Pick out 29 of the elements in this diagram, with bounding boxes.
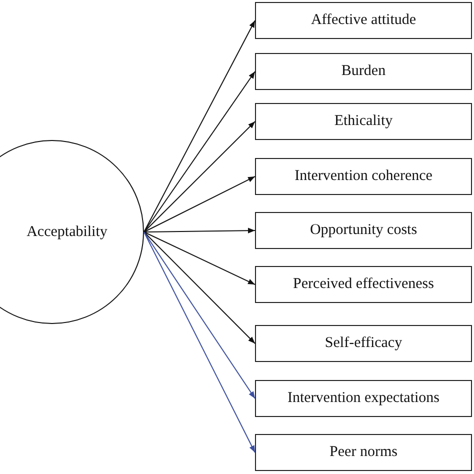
node-label: Ethicality (334, 113, 393, 130)
arrow (144, 121, 256, 232)
arrow (144, 228, 256, 234)
node-label: Acceptability (26, 224, 108, 240)
factor-box (255, 103, 472, 140)
node-label: Peer norms (330, 444, 398, 461)
factor-box (255, 434, 472, 471)
arrow (144, 176, 256, 232)
node-label: Perceived effectiveness (293, 276, 434, 293)
arrow (144, 232, 256, 285)
node-label: Affective attitude (310, 12, 416, 29)
factor-box (255, 158, 472, 195)
node-label: Intervention expectations (287, 390, 440, 407)
factor-box (255, 212, 472, 249)
arrow (144, 232, 256, 453)
arrow (144, 20, 256, 232)
factor-box (255, 53, 472, 90)
node-label: Intervention coherence (294, 168, 432, 185)
arrow (144, 232, 256, 344)
node-label: Self-efficacy (324, 335, 402, 352)
factor-box (255, 325, 472, 362)
factor-box (255, 2, 472, 39)
arrow (144, 71, 256, 232)
arrow (144, 232, 256, 399)
node-label: Opportunity costs (310, 222, 418, 239)
factor-box (255, 266, 472, 303)
factor-box (255, 380, 472, 417)
node-label: Burden (341, 63, 386, 80)
concept-circle (0, 140, 144, 324)
